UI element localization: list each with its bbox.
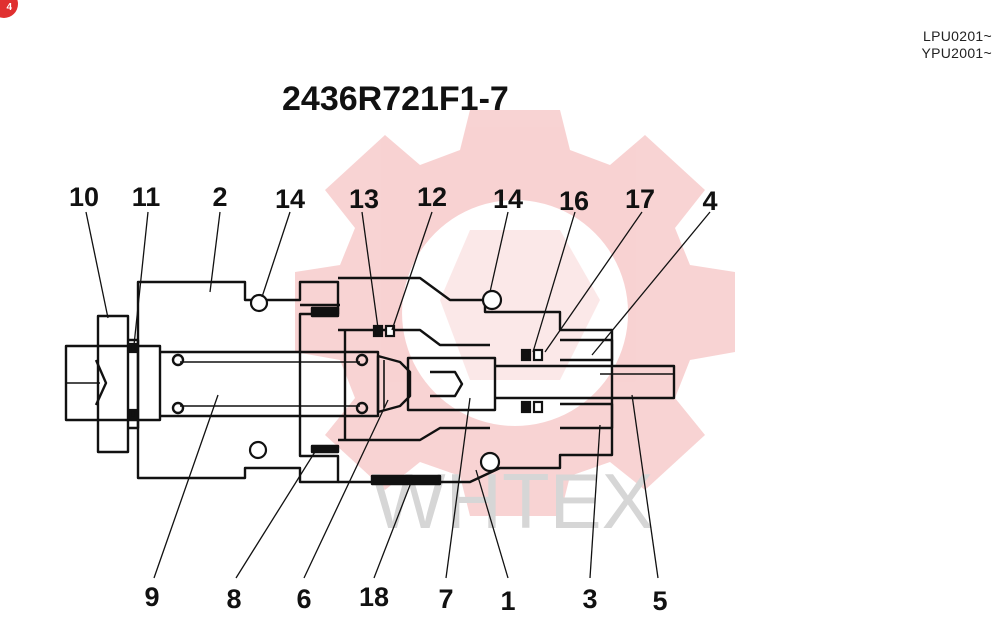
nut-part — [96, 314, 130, 454]
o-ring-upper-right — [481, 289, 503, 311]
watermark-text: WHTEX — [372, 457, 654, 545]
seals — [128, 289, 544, 473]
serial-range-1: LPU0201~ — [923, 28, 992, 44]
piston-part — [406, 356, 497, 412]
plug-part — [560, 338, 614, 362]
callout-8: 8 — [226, 584, 242, 614]
poppet-part — [376, 354, 412, 414]
callout-6: 6 — [296, 584, 312, 614]
callout-5: 5 — [652, 586, 668, 616]
callout-11: 11 — [131, 182, 161, 212]
watermark-gear-icon — [295, 110, 735, 516]
backup-ring-16 — [520, 348, 532, 362]
page-badge-icon: 4 — [0, 0, 18, 18]
callout-10: 10 — [68, 182, 100, 212]
valve-outline — [64, 276, 676, 486]
body-part — [338, 276, 614, 484]
diagram-title: 2436R721F1-7 — [282, 80, 509, 118]
adjusting-screw-part — [64, 344, 162, 422]
plug-body-part — [136, 280, 340, 484]
callout-9: 9 — [144, 582, 160, 612]
callout-2: 2 — [212, 182, 228, 212]
callout-7: 7 — [438, 584, 454, 614]
callout-14-left: 14 — [274, 184, 306, 214]
o-ring-lower-right — [479, 451, 501, 473]
callout-13: 13 — [348, 184, 380, 214]
leader-lines-top — [85, 211, 711, 356]
callout-12: 12 — [416, 182, 448, 212]
callout-3: 3 — [582, 584, 598, 614]
callout-1: 1 — [500, 586, 516, 616]
callout-4: 4 — [702, 186, 718, 216]
callout-17: 17 — [624, 184, 656, 214]
leader-lines-bottom — [153, 394, 659, 579]
page-badge-number: 4 — [6, 2, 12, 13]
callout-16: 16 — [558, 186, 590, 216]
o-ring-upper-left — [249, 293, 269, 313]
callout-18: 18 — [358, 582, 390, 612]
callout-14-right: 14 — [492, 184, 524, 214]
serial-range-2: YPU2001~ — [921, 45, 992, 61]
plunger-part — [495, 364, 676, 400]
o-ring-lower-left — [248, 440, 268, 460]
